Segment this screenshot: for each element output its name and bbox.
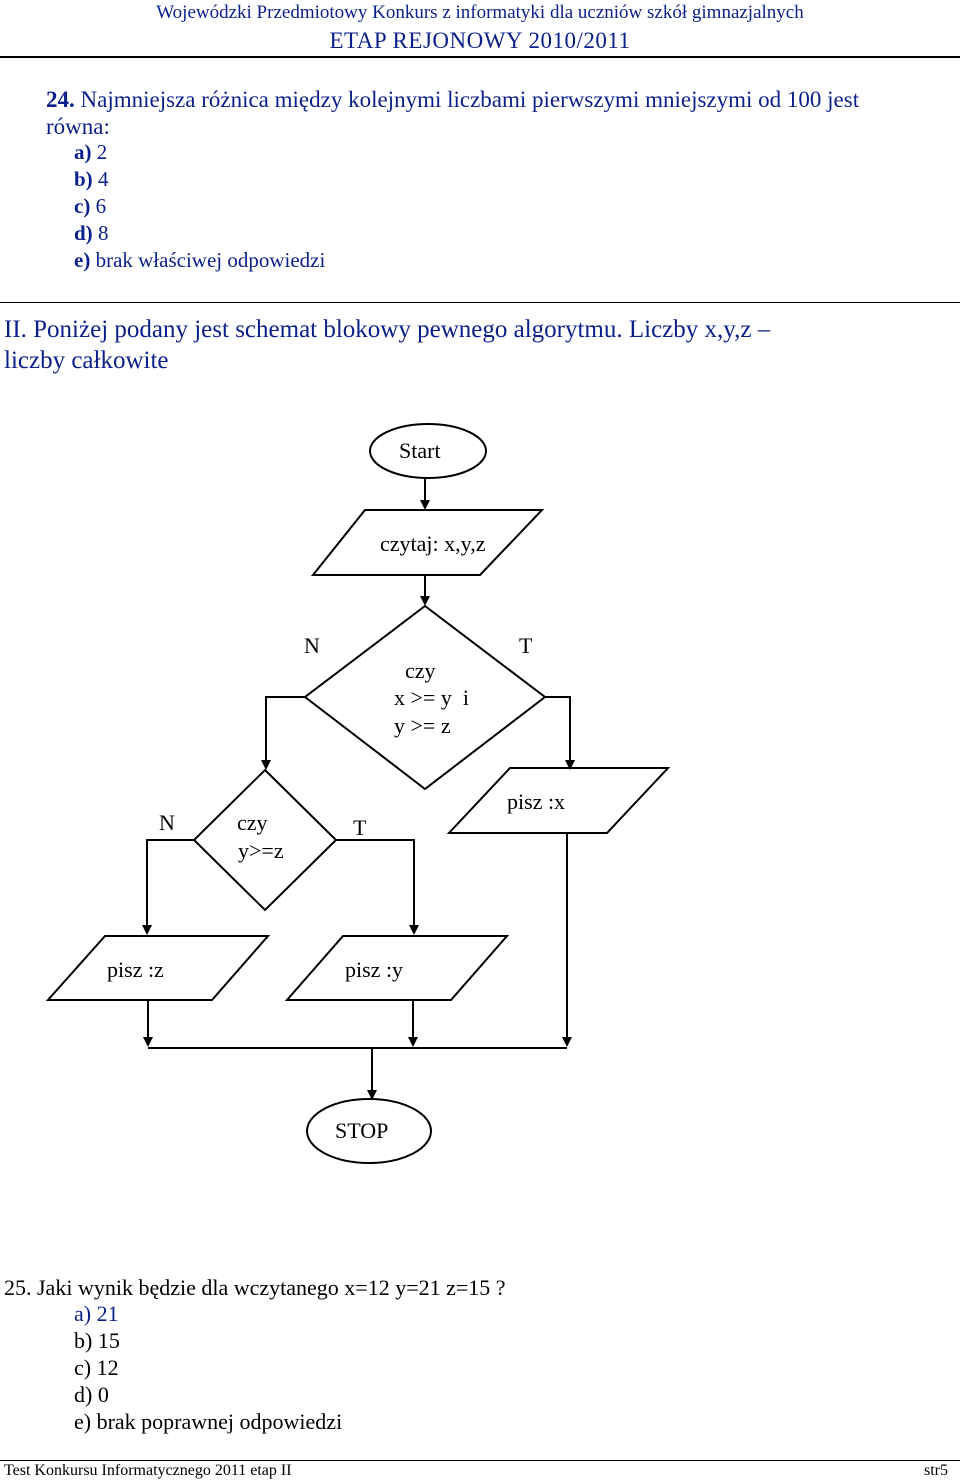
question-24-number: 24. [46,87,75,112]
question-24-text-line2: równa: [46,114,110,139]
question-24-text-line1: Najmniejsza różnica między kolejnymi lic… [80,87,860,112]
flowchart: Start czytaj: x,y,z N T czy x >= y i y >… [45,423,671,1164]
read-label: czytaj: x,y,z [380,531,486,556]
footer-divider [0,1460,960,1461]
print-y-label: pisz :y [345,957,403,982]
q24-option-a: a) 2 [74,140,108,164]
section-2-line2: liczby całkowite [4,347,169,374]
question-24: 24. Najmniejsza różnica między kolejnymi… [46,86,946,113]
start-label: Start [399,438,441,463]
header-stage: ETAP REJONOWY 2010/2011 [329,28,631,53]
stop-terminal [306,1098,432,1164]
header-divider [0,56,960,58]
cond2-yes-label: T [353,815,367,840]
cond1-line1: czy [405,658,436,683]
q25-option-b: b) 15 [74,1328,120,1353]
q24-option-c: c) 6 [74,194,107,218]
header-contest-title: Wojewódzki Przedmiotowy Konkurs z inform… [156,2,804,23]
print-z-label: pisz :z [107,957,164,982]
print-x-label: pisz :x [507,789,565,814]
q25-option-d: d) 0 [74,1382,109,1407]
q25-option-e: e) brak poprawnej odpowiedzi [74,1409,343,1434]
q24-option-e: e) brak właściwej odpowiedzi [74,248,326,272]
arrow-cond1-yes [545,696,575,770]
print-y-block [284,935,510,1001]
section-divider [0,302,960,303]
print-x-block [446,767,671,834]
arrow-cond2-yes [336,839,419,935]
arrow-cond1-no [261,696,305,770]
read-input-block [310,509,545,576]
cond1-no-label: N [304,633,320,658]
condition-2-diamond [192,768,338,912]
footer-page-number: str5 [924,1462,948,1479]
q24-option-d: d) 8 [74,221,109,245]
condition-1-diamond [303,604,547,791]
section-2-line1: II. Poniżej podany jest schemat blokowy … [4,316,771,343]
cond1-line3: y >= z [394,713,451,738]
start-terminal [369,423,487,479]
cond2-line2: y>=z [238,838,284,863]
footer-left: Test Konkursu Informatycznego 2011 etap … [4,1462,292,1479]
cond2-no-label: N [159,810,175,835]
question-25-title: 25. Jaki wynik będzie dla wczytanego x=1… [4,1275,506,1300]
q25-option-a: a) 21 [74,1301,119,1326]
print-z-block [45,935,271,1001]
q25-option-c: c) 12 [74,1355,119,1380]
q24-option-b: b) 4 [74,167,109,191]
stop-label: STOP [335,1118,388,1143]
cond1-yes-label: T [519,633,533,658]
cond2-line1: czy [237,810,268,835]
arrow-cond2-no [142,839,194,935]
cond1-line2: x >= y i [394,685,469,710]
